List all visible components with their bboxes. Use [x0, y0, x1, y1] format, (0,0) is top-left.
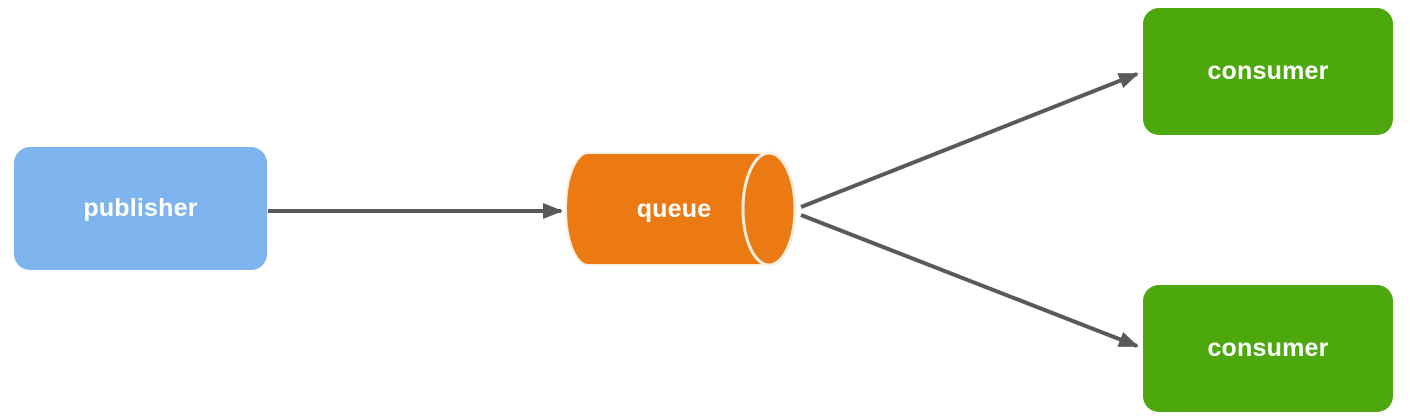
consumer-bottom-label: consumer [1207, 334, 1329, 362]
publisher-node: publisher [14, 147, 267, 270]
consumer-top-node: consumer [1143, 8, 1393, 135]
queue-label: queue [636, 194, 712, 223]
edge-queue-to-consumer-top [800, 72, 1139, 209]
publisher-label: publisher [83, 194, 198, 222]
consumer-bottom-node: consumer [1143, 285, 1393, 412]
edge-queue-to-consumer-bottom [800, 213, 1139, 348]
cylinder-shape [565, 151, 797, 267]
consumer-top-label: consumer [1207, 57, 1329, 85]
cylinder-face [741, 151, 797, 267]
queue-node: queue [564, 150, 798, 268]
